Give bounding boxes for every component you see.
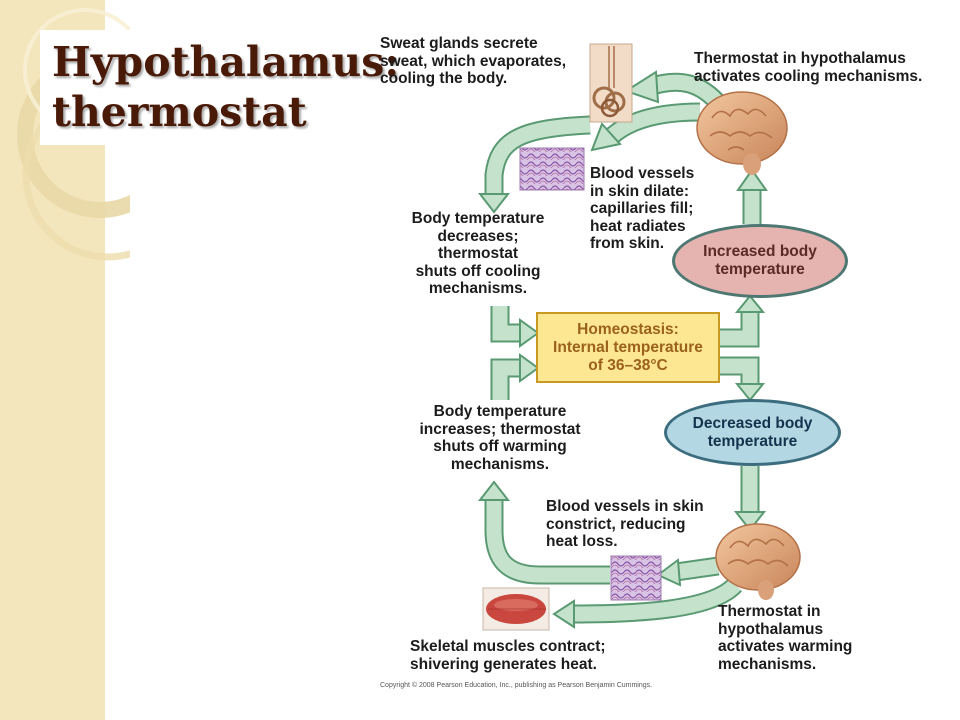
homeostasis-line: of 36–38°C bbox=[588, 356, 668, 374]
oval-line: temperature bbox=[715, 261, 805, 278]
skeletal-muscle-image bbox=[482, 587, 550, 631]
homeostasis-box: Homeostasis: Internal temperature of 36–… bbox=[536, 312, 720, 383]
label-line: constrict, reducing bbox=[546, 515, 686, 533]
arrow-brain-to-vessels-constrict bbox=[656, 556, 720, 587]
arrow-vessels-to-temp-increases bbox=[477, 480, 610, 585]
label-vessels-constrict: Blood vessels in skin constrict, reducin… bbox=[546, 498, 704, 551]
arrow-temp-increases-to-homeostasis bbox=[490, 353, 540, 400]
label-line: hypothalamus bbox=[718, 620, 824, 638]
label-line: Sweat glands secrete bbox=[380, 35, 538, 52]
slide-title: Hypothalamus: thermostat bbox=[40, 30, 399, 145]
label-line: shuts off cooling bbox=[415, 262, 541, 280]
label-line: activates cooling mechanisms. bbox=[694, 67, 923, 85]
label-line: activates warming bbox=[718, 638, 853, 655]
arrow-decreased-to-brain bbox=[733, 466, 767, 532]
label-sweat-glands: Sweat glands secrete sweat, which evapor… bbox=[380, 35, 566, 88]
label-line: Body temperature bbox=[411, 210, 545, 227]
label-line: decreases; bbox=[437, 227, 519, 245]
label-line: heat loss. bbox=[546, 533, 618, 550]
label-line: capillaries fill; bbox=[590, 200, 694, 217]
title-line-2: thermostat bbox=[52, 88, 307, 136]
label-line: Body temperature bbox=[433, 403, 567, 420]
oval-line: Decreased body bbox=[692, 414, 813, 432]
label-line: increases; thermostat bbox=[419, 420, 581, 438]
label-line: cooling the body. bbox=[380, 70, 508, 87]
label-vessels-dilate: Blood vessels in skin dilate: capillarie… bbox=[590, 165, 694, 253]
label-line: in skin dilate: bbox=[590, 182, 690, 200]
label-line: Thermostat in bbox=[718, 603, 821, 620]
label-thermostat-warming: Thermostat in hypothalamus activates war… bbox=[718, 603, 852, 673]
sweat-gland-image bbox=[589, 43, 633, 123]
label-temp-increases: Body temperature increases; thermostat s… bbox=[398, 403, 602, 473]
label-line: sweat, which evaporates, bbox=[380, 52, 567, 70]
label-thermostat-cooling: Thermostat in hypothalamus activates coo… bbox=[694, 50, 922, 85]
label-line: Thermostat in hypothalamus bbox=[694, 50, 906, 67]
homeostasis-line: Internal temperature bbox=[553, 338, 703, 356]
homeostasis-line: Homeostasis: bbox=[577, 320, 679, 338]
brain-top-image bbox=[696, 91, 788, 175]
label-line: Blood vessels in skin bbox=[546, 498, 704, 515]
label-line: thermostat bbox=[437, 245, 519, 262]
constricted-vessels-image bbox=[610, 555, 662, 601]
arrow-homeostasis-to-decreased bbox=[720, 356, 766, 402]
increased-body-temperature-oval: Increased body temperature bbox=[672, 224, 848, 298]
dilated-vessels-image bbox=[519, 147, 585, 191]
brain-bottom-image bbox=[715, 523, 801, 600]
copyright-notice: Copyright © 2008 Pearson Education, Inc.… bbox=[380, 682, 653, 689]
label-line: Blood vessels bbox=[590, 165, 695, 182]
label-line: from skin. bbox=[590, 235, 665, 252]
arrow-increased-to-brain bbox=[736, 168, 768, 224]
label-line: shivering generates heat. bbox=[410, 655, 597, 673]
arrow-homeostasis-to-increased bbox=[720, 294, 766, 348]
arrow-temp-decreases-to-homeostasis bbox=[490, 306, 540, 348]
label-line: heat radiates bbox=[590, 217, 686, 235]
oval-line: Increased body bbox=[703, 243, 817, 260]
label-line: shuts off warming bbox=[433, 438, 567, 455]
oval-line: temperature bbox=[707, 432, 798, 450]
label-line: mechanisms. bbox=[718, 655, 817, 673]
title-line-1: Hypothalamus: bbox=[52, 38, 400, 86]
decreased-body-temperature-oval: Decreased body temperature bbox=[664, 399, 841, 466]
arrow-brain-to-vessels bbox=[590, 102, 701, 152]
label-skeletal-muscles: Skeletal muscles contract; shivering gen… bbox=[410, 638, 606, 673]
arrow-brain-to-muscle bbox=[552, 577, 742, 629]
label-line: Skeletal muscles contract; bbox=[410, 638, 606, 655]
label-line: mechanisms. bbox=[450, 455, 550, 473]
label-temp-decreases: Body temperature decreases; thermostat s… bbox=[396, 210, 560, 298]
arrow-sweat-to-temp-decreases bbox=[477, 115, 591, 214]
label-line: mechanisms. bbox=[428, 280, 528, 297]
